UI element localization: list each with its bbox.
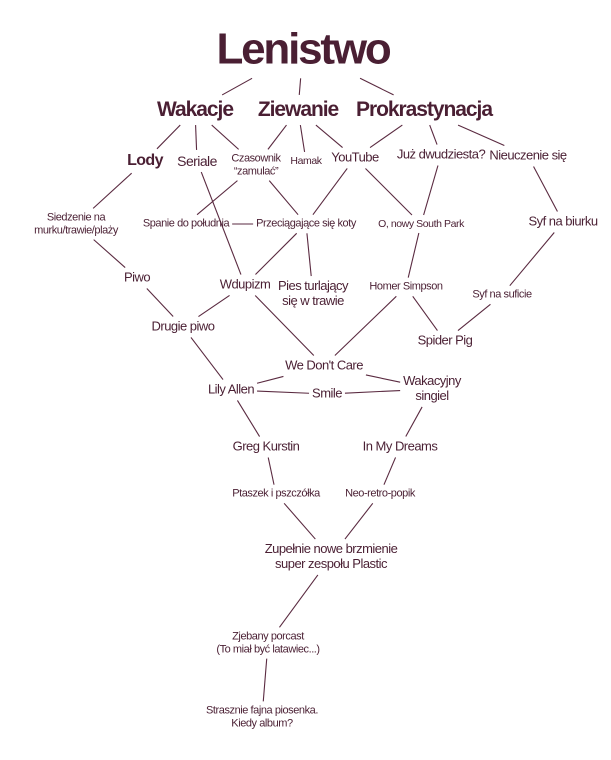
edge-wdupizm-to-we-dont-care [254,295,315,356]
edge-syf-biurko-to-syf-sufit [509,232,555,287]
edge-homer-to-spider-pig [412,295,438,331]
node-homer: Homer Simpson [369,280,443,293]
edge-drugie-piwo-to-lily-allen [190,337,224,380]
edge-koty-to-wdupizm [255,232,298,275]
node-smile: Smile [312,385,342,401]
node-pies: Pies turlający się w trawie [277,278,349,308]
node-spanie: Spanie do południa [142,217,230,230]
node-czasownik: Czasownik “zamulać” [231,152,281,177]
edge-neo-retro-to-zupelnie-nowe [344,502,374,540]
node-strasznie-fajna: Strasznie fajna piosenka. Kiedy album? [206,704,318,729]
edge-lily-allen-to-smile [257,390,310,394]
node-spider-pig: Spider Pig [417,332,473,348]
edge-syf-sufit-to-spider-pig [457,303,491,331]
node-wdupizm: Wdupizm [219,276,271,292]
node-seriale: Seriale [177,152,217,169]
edge-piwo-to-drugie-piwo [146,288,174,317]
node-ptaszek: Ptaszek i pszczółka [232,487,320,500]
edge-prokrastynacja-to-nieuczenie [457,124,505,147]
node-prokrastynacja: Prokrastynacja [356,97,493,121]
edge-wdupizm-to-drugie-piwo [198,295,230,317]
edge-lenistwo-to-prokrastynacja [359,77,394,96]
node-wakacyjny-singiel: Wakacyjny singiel [403,373,461,403]
edge-czasownik-to-koty [268,180,299,216]
edge-prokrastynacja-to-juz-dwudziesta [429,124,438,145]
edge-nieuczenie-to-syf-biurko [533,166,558,212]
node-juz-dwudziesta: Już dwudziesta? [396,146,486,162]
edge-wakacje-to-seriale [195,125,198,150]
node-ziewanie: Ziewanie [257,97,339,121]
edge-lenistwo-to-ziewanie [298,78,302,95]
edge-ziewanie-to-czasownik [267,124,287,150]
edge-siedzenie-to-piwo [93,239,126,268]
node-south-park: O, nowy South Park [378,217,464,230]
edge-lody-to-siedzenie [92,172,133,209]
edge-we-dont-care-to-wakacyjny-singiel [365,374,401,383]
edge-zjebany-porcast-to-strasznie-fajna [262,658,268,702]
edge-greg-kurstin-to-ptaszek [267,457,275,485]
edge-zupelnie-nowe-to-zjebany-porcast [279,574,319,628]
edge-juz-dwudziesta-to-south-park [423,165,439,216]
node-zupelnie-nowe: Zupełnie nowe brzmienie super zespołu Pl… [264,541,398,571]
node-in-my-dreams: In My Dreams [362,438,438,454]
edge-youtube-to-koty [312,168,348,216]
edge-koty-to-pies [306,233,312,277]
edge-youtube-to-south-park [365,168,413,216]
node-lily-allen: Lily Allen [207,381,255,397]
node-we-dont-care: We Don't Care [285,357,363,373]
node-drugie-piwo: Drugie piwo [151,318,215,334]
node-lody: Lody [127,151,163,169]
edge-lenistwo-to-wakacje [221,77,253,96]
edge-ziewanie-to-hamak [299,124,306,153]
edge-seriale-to-wdupizm [200,171,242,275]
edge-wakacyjny-singiel-to-in-my-dreams [405,406,423,437]
edge-czasownik-to-spanie [196,180,238,216]
edge-in-my-dreams-to-neo-retro [383,457,397,485]
node-wakacje: Wakacje [157,97,234,121]
edge-homer-to-we-dont-care [334,295,397,356]
node-lenistwo: Lenistwo [216,24,391,74]
node-nieuczenie: Nieuczenie się [489,147,567,163]
node-syf-biurko: Syf na biurku [528,213,598,229]
edge-wakacje-to-lody [156,124,181,150]
node-greg-kurstin: Greg Kurstin [232,438,300,454]
node-siedzenie: Siedzenie na murku/trawie/plaży [34,211,118,236]
edge-ziewanie-to-youtube [315,124,343,148]
edge-ptaszek-to-zupelnie-nowe [283,502,316,540]
edge-south-park-to-homer [407,232,420,278]
node-youtube: YouTube [331,149,379,165]
edge-wakacje-to-czasownik [211,124,240,150]
edge-lily-allen-to-greg-kurstin [236,400,261,437]
edge-we-dont-care-to-lily-allen [256,375,284,384]
edge-prokrastynacja-to-youtube [369,124,403,148]
node-syf-sufit: Syf na suficie [472,288,532,301]
node-piwo: Piwo [123,269,151,285]
node-neo-retro: Neo-retro-popik [345,487,415,500]
node-zjebany-porcast: Zjebany porcast (To miał być latawiec...… [216,630,320,655]
node-hamak: Hamak [290,154,322,167]
node-koty: Przeciągające się koty [256,217,356,230]
edge-smile-to-wakacyjny-singiel [344,389,401,394]
